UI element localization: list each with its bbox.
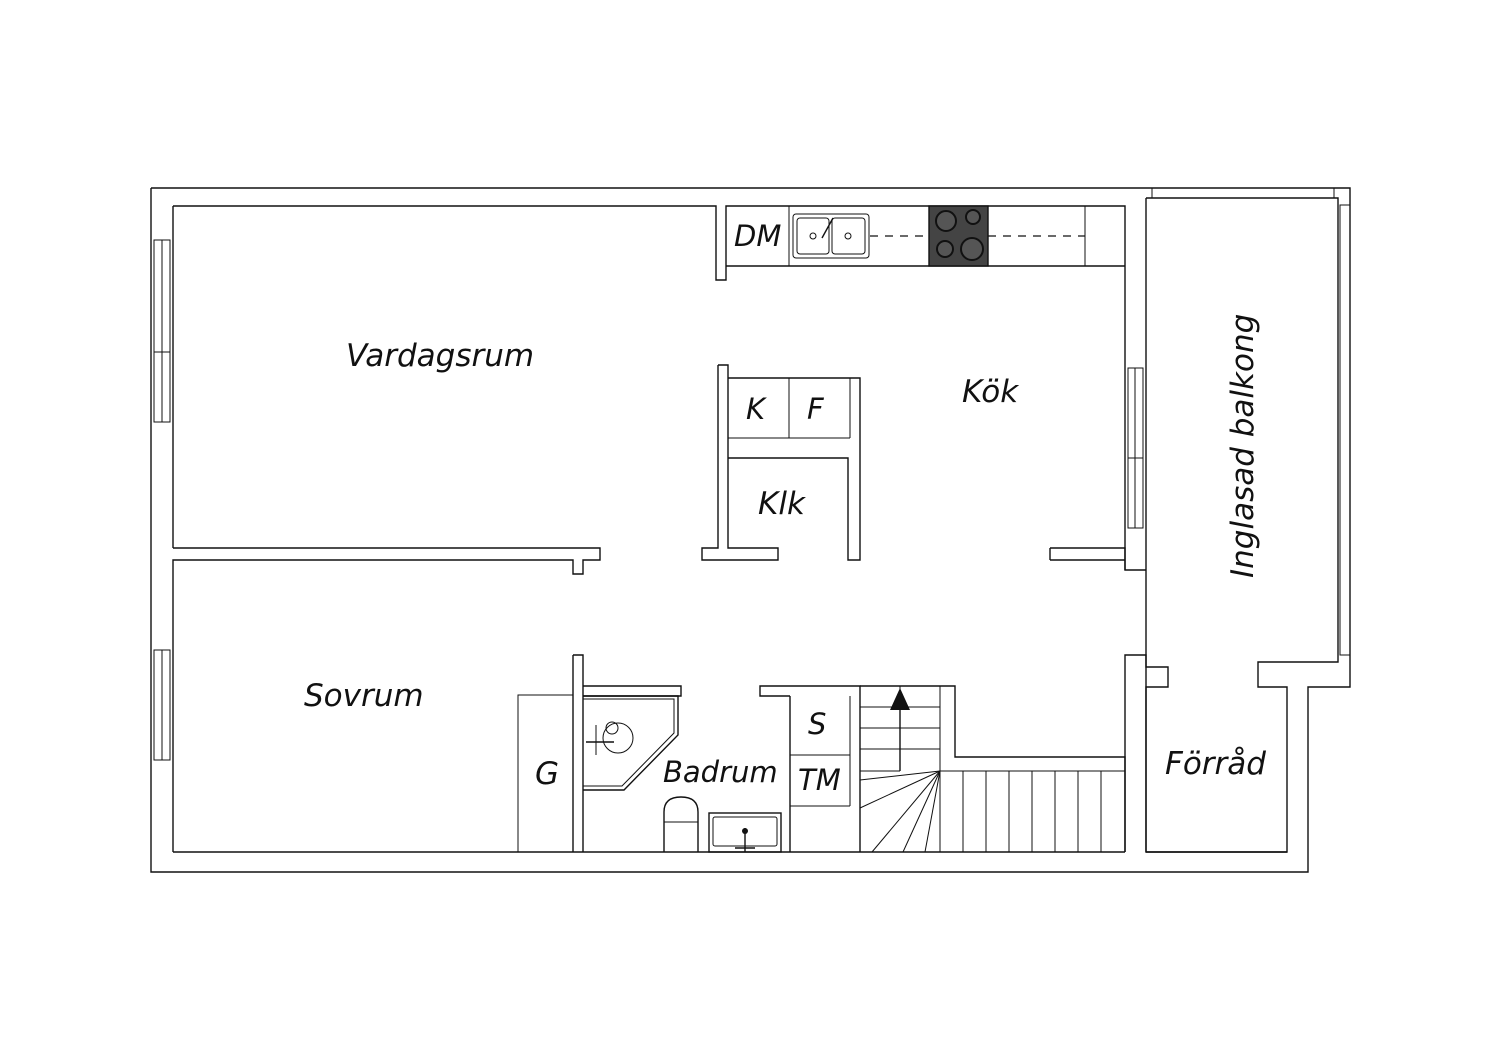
interior-wall-living-bedroom: [172, 547, 601, 852]
closet-block: [701, 364, 861, 561]
washbasin-icon: [708, 812, 782, 853]
room-label-bedroom: Sovrum: [304, 678, 424, 714]
kitchen-counter: [726, 206, 1125, 267]
room-label-bathroom: Badrum: [663, 755, 778, 789]
room-label-kitchen: Kök: [962, 374, 1019, 410]
room-label-living-room: Vardagsrum: [346, 338, 534, 374]
room-label-balcony: Inglasad balkong: [1225, 314, 1261, 578]
windows-left: [153, 239, 171, 761]
room-label-storage: Förråd: [1165, 746, 1266, 782]
outer-walls: [150, 187, 1351, 873]
sink-icon: [792, 213, 870, 259]
storage-walls: [1124, 654, 1169, 852]
room-label-wardrobe: G: [535, 756, 559, 792]
stove-icon: [928, 205, 989, 267]
fixture-label-dryer: S: [808, 707, 826, 741]
stair-up-arrow-icon: [890, 688, 910, 710]
fixture-label-freezer: F: [807, 392, 825, 426]
toilet-icon: [663, 796, 699, 852]
fixture-label-fridge: K: [746, 392, 767, 426]
fixture-label-dishwasher: DM: [734, 219, 781, 253]
fixture-label-washing-machine: TM: [798, 763, 841, 797]
kitchen-wall-stub: [1049, 547, 1146, 571]
room-label-closet: Klk: [758, 486, 806, 522]
shower-icon: [583, 695, 679, 791]
